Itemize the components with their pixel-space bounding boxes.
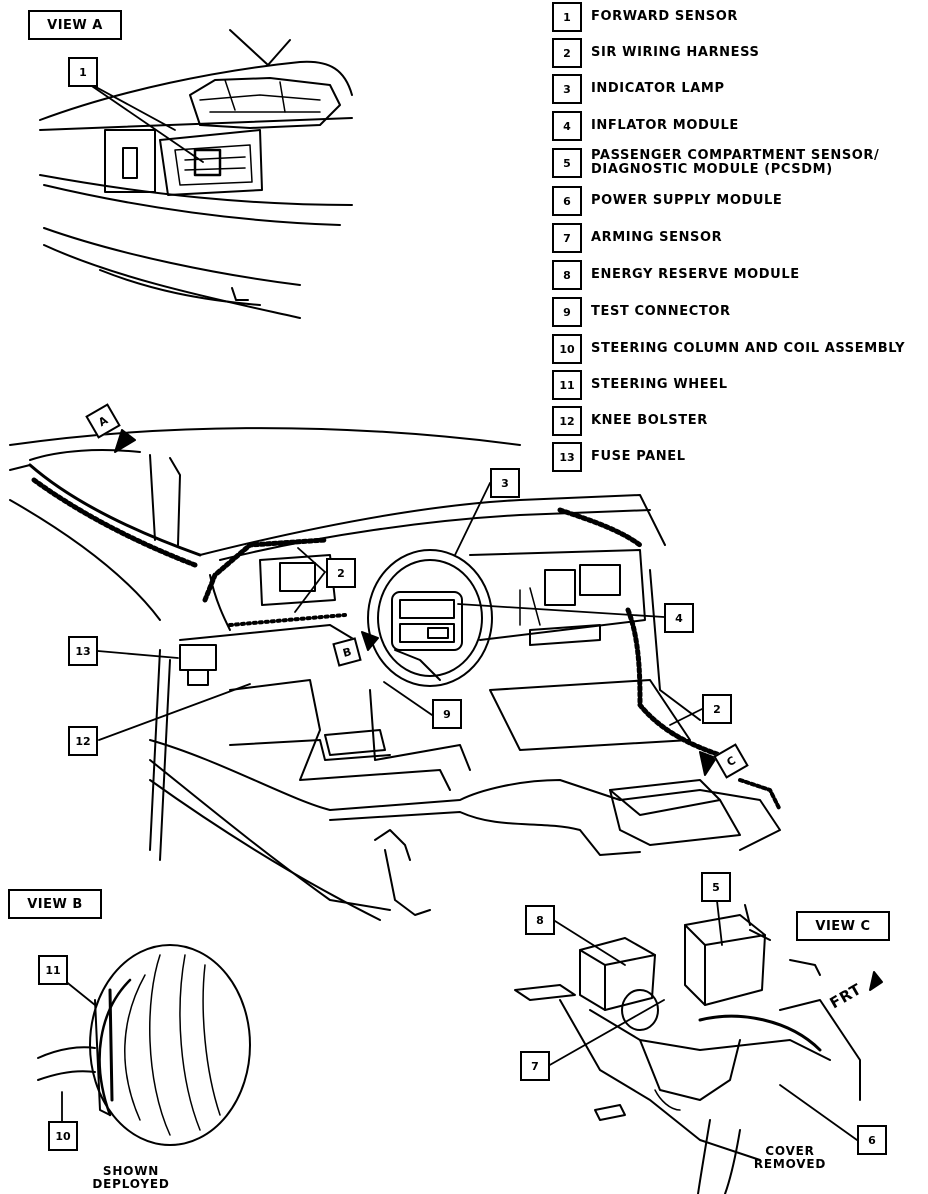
legend-number: 6: [552, 186, 582, 216]
legend-number: 12: [552, 406, 582, 436]
callout-7: 7: [520, 1051, 550, 1081]
legend-number: 4: [552, 111, 582, 141]
legend-label: PASSENGER COMPARTMENT SENSOR/ DIAGNOSTIC…: [591, 148, 880, 177]
legend-item: 4 INFLATOR MODULE: [552, 111, 739, 141]
legend-number: 2: [552, 38, 582, 68]
legend-number: 10: [552, 334, 582, 364]
legend-item: 3 INDICATOR LAMP: [552, 74, 725, 104]
callout-2: 2: [326, 558, 356, 588]
legend-item: 1 FORWARD SENSOR: [552, 2, 738, 32]
legend-number: 5: [552, 148, 582, 178]
legend-item: 13 FUSE PANEL: [552, 442, 686, 472]
callout-1: 1: [68, 57, 98, 87]
legend-number: 9: [552, 297, 582, 327]
legend-item: 8 ENERGY RESERVE MODULE: [552, 260, 800, 290]
callout-9: 9: [432, 699, 462, 729]
callout-6: 6: [857, 1125, 887, 1155]
view-c-label: VIEW C: [796, 911, 890, 941]
cover-removed-caption: COVER REMOVED: [753, 1144, 827, 1171]
view-a-drawing: [39, 29, 353, 319]
callout-2: 2: [702, 694, 732, 724]
legend-item: 6 POWER SUPPLY MODULE: [552, 186, 782, 216]
legend-label: POWER SUPPLY MODULE: [591, 193, 783, 208]
legend-label: ARMING SENSOR: [591, 230, 723, 245]
legend-label: STEERING COLUMN AND COIL ASSEMBLY: [591, 341, 906, 356]
legend-label: SIR WIRING HARNESS: [591, 45, 760, 60]
view-b-drawing: [37, 944, 251, 1146]
legend-item: 2 SIR WIRING HARNESS: [552, 38, 760, 68]
view-b-label: VIEW B: [8, 889, 102, 919]
view-a-label: VIEW A: [28, 10, 122, 40]
legend-label: ENERGY RESERVE MODULE: [591, 267, 800, 282]
legend-item: 12 KNEE BOLSTER: [552, 406, 708, 436]
callout-5: 5: [701, 872, 731, 902]
legend-number: 13: [552, 442, 582, 472]
leader-lines: [53, 79, 858, 1141]
legend-number: 3: [552, 74, 582, 104]
callout-4: 4: [664, 603, 694, 633]
view-c-drawing: [514, 904, 883, 1194]
legend-number: 11: [552, 370, 582, 400]
callout-11: 11: [38, 955, 68, 985]
legend-label: FUSE PANEL: [591, 449, 686, 464]
legend-item: 9 TEST CONNECTOR: [552, 297, 731, 327]
main-dashboard-drawing: [9, 427, 782, 921]
legend-number: 8: [552, 260, 582, 290]
legend-number: 7: [552, 223, 582, 253]
legend-label: INFLATOR MODULE: [591, 118, 739, 133]
callout-13: 13: [68, 636, 98, 666]
legend-label: TEST CONNECTOR: [591, 304, 731, 319]
callout-10: 10: [48, 1121, 78, 1151]
callout-3: 3: [490, 468, 520, 498]
legend-label: INDICATOR LAMP: [591, 81, 725, 96]
legend-item: 7 ARMING SENSOR: [552, 223, 722, 253]
legend-number: 1: [552, 2, 582, 32]
shown-deployed-caption: SHOWN DEPLOYED: [92, 1164, 170, 1191]
callout-12: 12: [68, 726, 98, 756]
legend-label: KNEE BOLSTER: [591, 413, 708, 428]
legend-item: 5 PASSENGER COMPARTMENT SENSOR/ DIAGNOST…: [552, 147, 879, 179]
legend-label: STEERING WHEEL: [591, 377, 728, 392]
callout-8: 8: [525, 905, 555, 935]
legend-label: FORWARD SENSOR: [591, 9, 739, 24]
legend-item: 10 STEERING COLUMN AND COIL ASSEMBLY: [552, 334, 905, 364]
legend-item: 11 STEERING WHEEL: [552, 370, 728, 400]
